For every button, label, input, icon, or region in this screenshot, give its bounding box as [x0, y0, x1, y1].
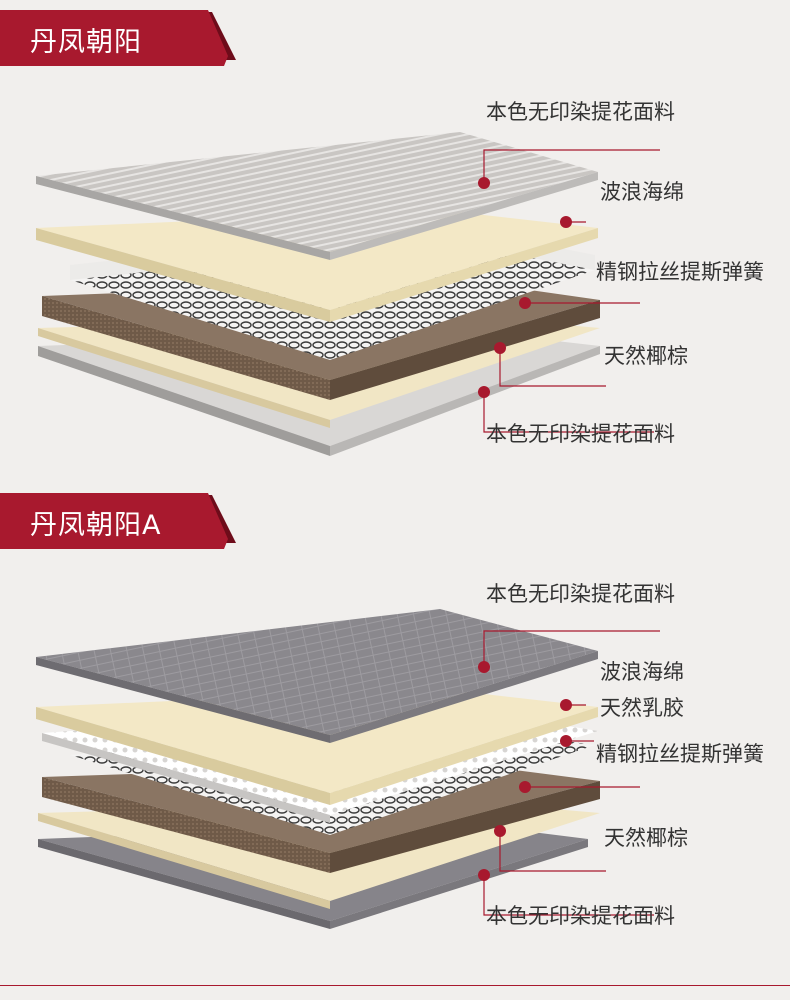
- section-1-label-wave-foam: 波浪海绵: [600, 180, 684, 204]
- section-2-title: 丹凤朝阳A: [30, 510, 162, 541]
- section-2-label-wave-foam: 波浪海绵: [600, 660, 684, 684]
- section-2-label-latex: 天然乳胶: [600, 696, 684, 720]
- section-1-title: 丹凤朝阳: [30, 27, 142, 58]
- section-1-mattress-diagram: [36, 132, 660, 456]
- wave-foam-layer: [36, 210, 598, 322]
- section-2-leaders: [483, 630, 660, 916]
- section-2-mattress-diagram: [36, 609, 660, 929]
- section-2-label-bottom-fabric: 本色无印染提花面料: [486, 904, 675, 928]
- section-1-label-bottom-fabric: 本色无印染提花面料: [486, 422, 675, 446]
- section-2-label-coir: 天然椰棕: [604, 826, 688, 850]
- banner-shape: [0, 10, 236, 66]
- section-1-label-top-fabric: 本色无印染提花面料: [486, 100, 675, 124]
- wave-foam-layer: [36, 689, 598, 805]
- section-1-leaders: [483, 149, 660, 433]
- top-fabric-layer: [36, 609, 598, 743]
- bottom-divider: [0, 985, 790, 986]
- section-1-dots: [478, 177, 572, 398]
- section-2-label-top-fabric: 本色无印染提花面料: [486, 582, 675, 606]
- section-1-banner: 丹凤朝阳: [0, 10, 240, 68]
- section-2-dots: [478, 661, 572, 881]
- section-1-label-coir: 天然椰棕: [604, 344, 688, 368]
- banner-shape: [0, 493, 236, 549]
- top-fabric-layer: [36, 132, 598, 260]
- section-2-label-springs: 精钢拉丝提斯弹簧: [596, 742, 764, 766]
- section-1-label-springs: 精钢拉丝提斯弹簧: [596, 260, 764, 284]
- section-2-banner: 丹凤朝阳A: [0, 493, 240, 551]
